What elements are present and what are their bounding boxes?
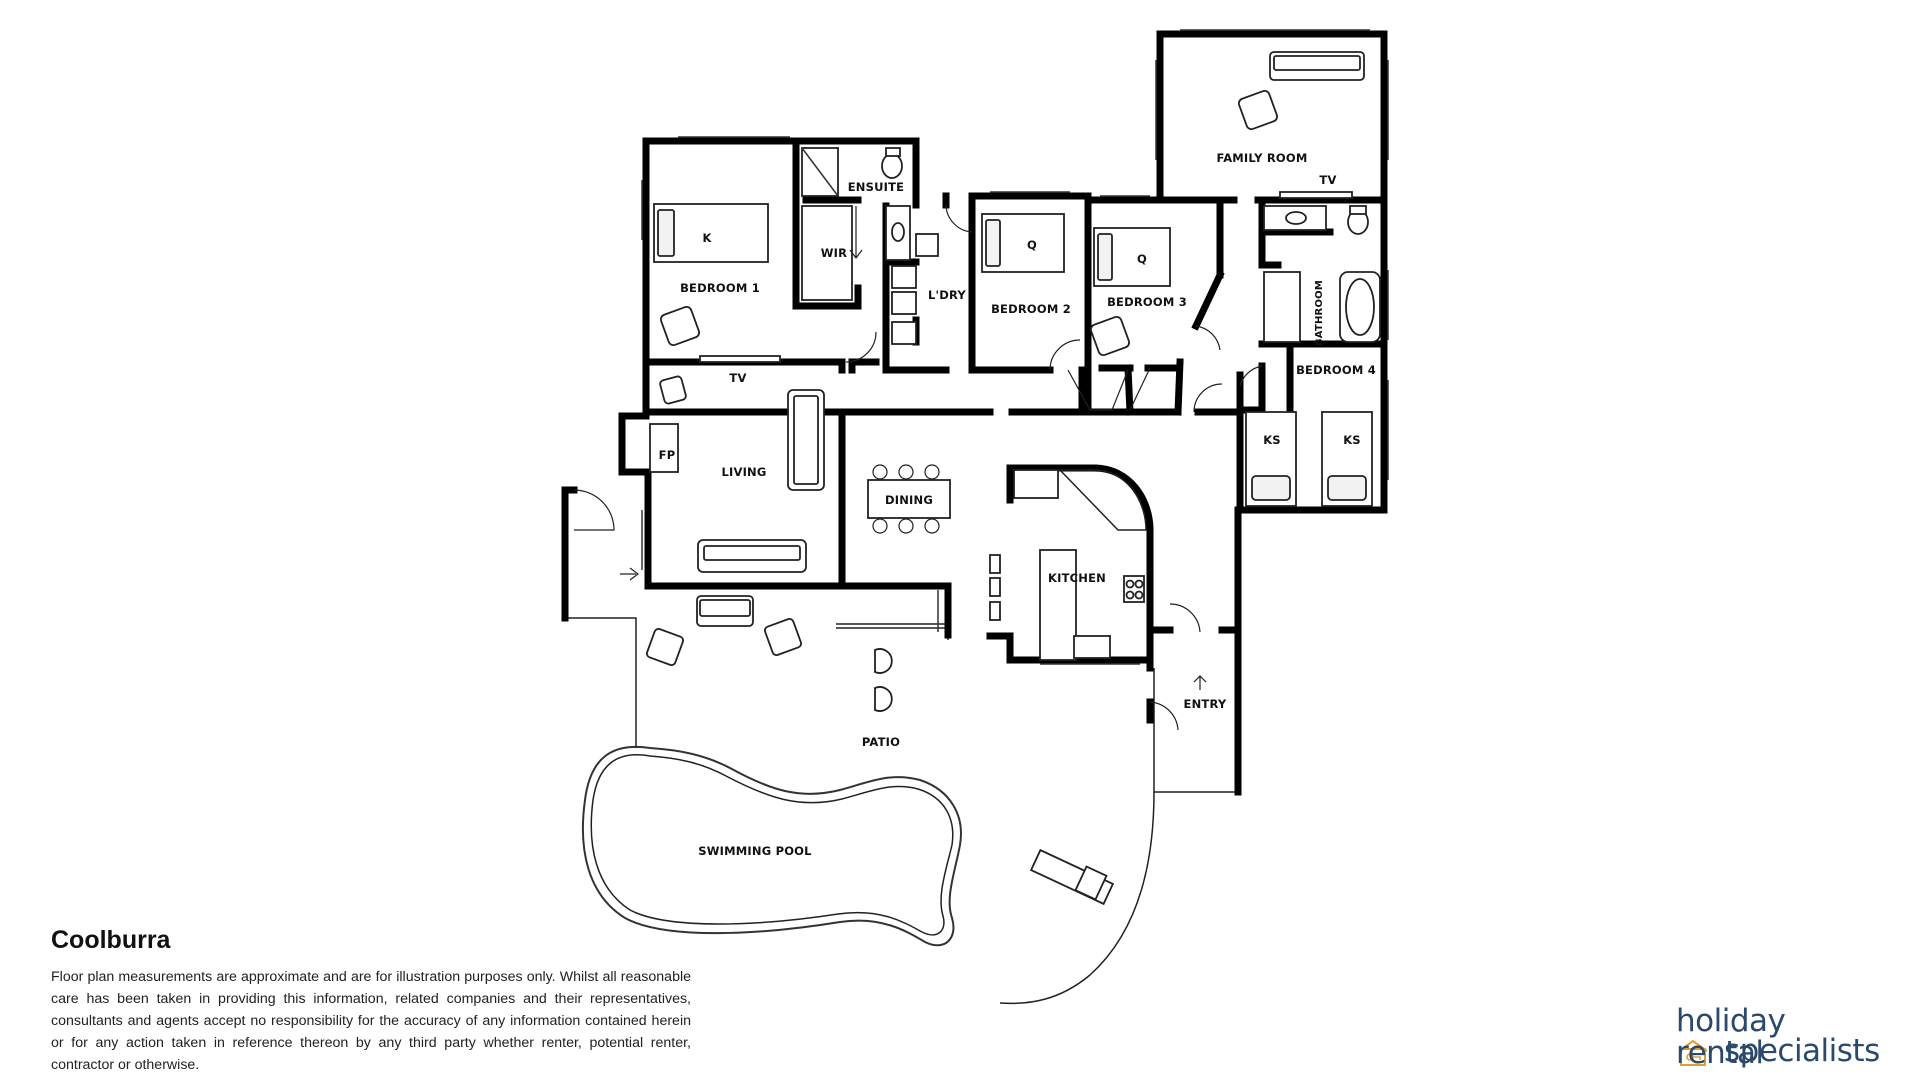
label-family-tv: TV	[1319, 173, 1336, 187]
door-swings	[573, 204, 1263, 731]
house-key-icon	[1678, 1039, 1708, 1066]
disclaimer-text: Floor plan measurements are approximate …	[51, 969, 691, 1073]
windows	[641, 29, 1389, 665]
logo-text-line2: specialists	[1724, 1033, 1880, 1069]
label-bed1-bed: K	[702, 231, 712, 245]
room-labels: FAMILY ROOM TV ENSUITE WIR K BEDROOM 1 L…	[659, 151, 1376, 858]
label-ensuite: ENSUITE	[848, 180, 904, 194]
label-bed4a: KS	[1263, 433, 1281, 447]
patio-outline	[568, 595, 1239, 1005]
label-bedroom2: BEDROOM 2	[991, 302, 1071, 316]
label-pool: SWIMMING POOL	[698, 844, 812, 858]
label-bedroom3: BEDROOM 3	[1107, 295, 1187, 309]
label-bathroom: BATHROOM	[1314, 280, 1325, 346]
label-dining: DINING	[885, 493, 933, 507]
plan-title: Coolburra	[51, 926, 171, 954]
logo-text-line1: holiday rental	[1676, 1003, 1786, 1071]
label-patio: PATIO	[862, 735, 900, 749]
label-living-tv: TV	[729, 371, 746, 385]
swimming-pool	[581, 745, 962, 947]
label-entry: ENTRY	[1184, 697, 1227, 711]
label-fireplace: FP	[659, 448, 676, 462]
label-bed4b: KS	[1343, 433, 1361, 447]
label-family-room: FAMILY ROOM	[1216, 151, 1307, 165]
label-bedroom1: BEDROOM 1	[680, 281, 760, 295]
label-laundry: L'DRY	[928, 288, 966, 302]
label-bedroom4: BEDROOM 4	[1296, 363, 1376, 377]
walls	[561, 30, 1388, 796]
label-living: LIVING	[721, 465, 766, 479]
company-logo: holiday rental specialists	[1672, 1005, 1882, 1071]
label-bed3-bed: Q	[1137, 252, 1147, 266]
entry-arrows	[620, 206, 1207, 690]
furniture	[649, 51, 1381, 661]
label-kitchen: KITCHEN	[1048, 571, 1106, 585]
label-bed2-bed: Q	[1027, 238, 1037, 252]
label-wir: WIR	[821, 246, 847, 260]
plan-info: Coolburra Floor plan measurements are ap…	[51, 926, 691, 1076]
